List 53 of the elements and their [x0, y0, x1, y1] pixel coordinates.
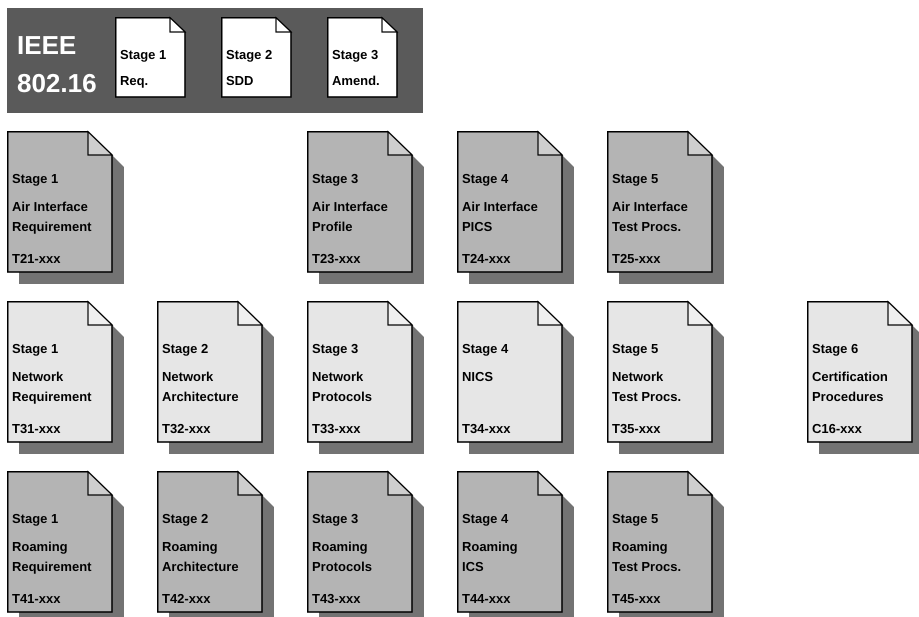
header-band	[7, 8, 423, 113]
stage-label: Stage 1	[12, 170, 60, 188]
stage-label: Stage 3	[312, 340, 360, 358]
document-title: Network Requirement	[12, 368, 92, 406]
stage-label: Stage 3	[312, 170, 360, 188]
stage-label: Stage 4	[462, 340, 510, 358]
document-title: Roaming ICS	[462, 538, 519, 576]
stage-label: Stage 2	[162, 340, 210, 358]
stage-label: Stage 2	[162, 510, 210, 528]
document-title: Air Interface Requirement	[12, 198, 92, 236]
stage-label: Stage 5	[612, 510, 660, 528]
document-title: Roaming Architecture	[162, 538, 240, 576]
document-code: T33-xxx	[312, 420, 362, 438]
stage-label: Stage 3	[312, 510, 360, 528]
document-code: T45-xxx	[612, 590, 662, 608]
document-code: T31-xxx	[12, 420, 62, 438]
document-code: T25-xxx	[612, 250, 662, 268]
document-title: NICS	[462, 368, 494, 386]
document-code: T23-xxx	[312, 250, 362, 268]
document-code: T35-xxx	[612, 420, 662, 438]
document-title: Roaming Protocols	[312, 538, 373, 576]
document-title: SDD	[226, 72, 254, 90]
document-code: T34-xxx	[462, 420, 512, 438]
document-title: Req.	[120, 72, 150, 90]
standard-title: IEEE 802.16	[17, 29, 97, 100]
stage-label: Stage 4	[462, 170, 510, 188]
stage-label: Stage 6	[812, 340, 860, 358]
document-code: T21-xxx	[12, 250, 62, 268]
document-title: Air Interface Profile	[312, 198, 389, 236]
stage-label: Stage 5	[612, 170, 660, 188]
stage-label: Stage 1	[120, 46, 168, 64]
document-title: Roaming Requirement	[12, 538, 92, 576]
document-title: Air Interface Test Procs.	[612, 198, 689, 236]
document-title: Network Protocols	[312, 368, 373, 406]
document-title: Network Test Procs.	[612, 368, 682, 406]
stage-label: Stage 3	[332, 46, 380, 64]
document-code: T32-xxx	[162, 420, 212, 438]
document-title: Roaming Test Procs.	[612, 538, 682, 576]
document-code: T24-xxx	[462, 250, 512, 268]
document-code: C16-xxx	[812, 420, 863, 438]
document-title: Network Architecture	[162, 368, 240, 406]
document-title: Amend.	[332, 72, 381, 90]
document-code: T43-xxx	[312, 590, 362, 608]
document-title: Air Interface PICS	[462, 198, 539, 236]
document-code: T42-xxx	[162, 590, 212, 608]
document-code: T44-xxx	[462, 590, 512, 608]
document-code: T41-xxx	[12, 590, 62, 608]
stage-label: Stage 1	[12, 340, 60, 358]
stage-label: Stage 4	[462, 510, 510, 528]
stage-label: Stage 5	[612, 340, 660, 358]
document-title: Certification Procedures	[812, 368, 889, 406]
stage-label: Stage 1	[12, 510, 60, 528]
stage-label: Stage 2	[226, 46, 274, 64]
